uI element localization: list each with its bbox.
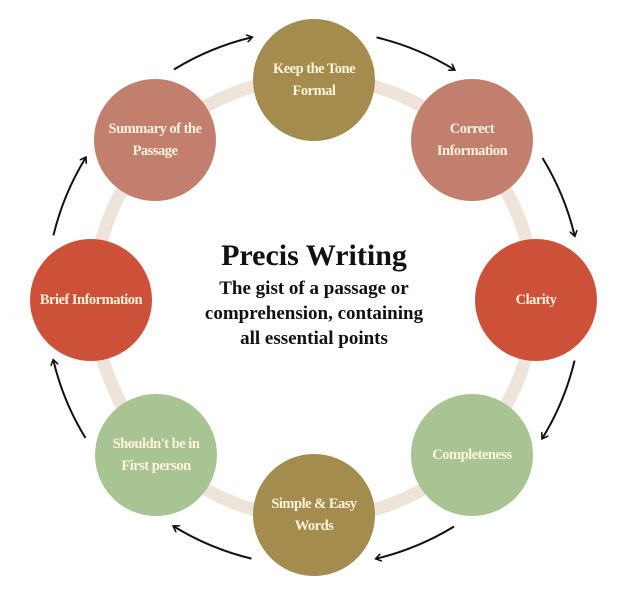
node-completeness: Completeness	[411, 394, 533, 516]
arrow-icon	[53, 361, 87, 439]
node-label: Brief Information	[39, 292, 143, 308]
arrow-icon	[376, 36, 454, 69]
subtitle-line: The gist of a passage or	[219, 278, 409, 299]
center-text: Precis Writing The gist of a passage or …	[164, 236, 464, 351]
arrow-icon	[173, 37, 251, 71]
arrow-icon	[541, 157, 575, 235]
node-clarity: Clarity	[475, 239, 597, 361]
subtitle-line: all essential points	[240, 328, 388, 349]
arrow-icon	[52, 158, 85, 236]
node-label: Correct Information	[436, 121, 508, 159]
node-brief-information: Brief Information	[30, 239, 152, 361]
node-label: Keep the Tone Formal	[272, 61, 356, 99]
diagram-title: Precis Writing	[221, 239, 407, 272]
node-label: Completeness	[432, 447, 512, 463]
node-correct-information: Correct Information	[411, 79, 533, 201]
subtitle-line: comprehension, containing	[204, 303, 424, 324]
arrow-icon	[543, 360, 576, 438]
node-label: Summary of the Passage	[108, 121, 202, 159]
node-label: Simple & Easy Words	[271, 496, 357, 534]
arrow-icon	[174, 527, 252, 560]
node-keep-the-tone-formal: Keep the Tone Formal	[253, 19, 375, 141]
node-label: Shouldn't be in First person	[112, 436, 200, 474]
node-summary-of-the-passage: Summary of the Passage	[94, 79, 216, 201]
node-shouldn-t-be-in-first-person: Shouldn't be in First person	[95, 394, 217, 516]
node-simple-easy-words: Simple & Easy Words	[253, 454, 375, 576]
arrow-icon	[377, 525, 455, 559]
node-label: Clarity	[515, 292, 557, 308]
